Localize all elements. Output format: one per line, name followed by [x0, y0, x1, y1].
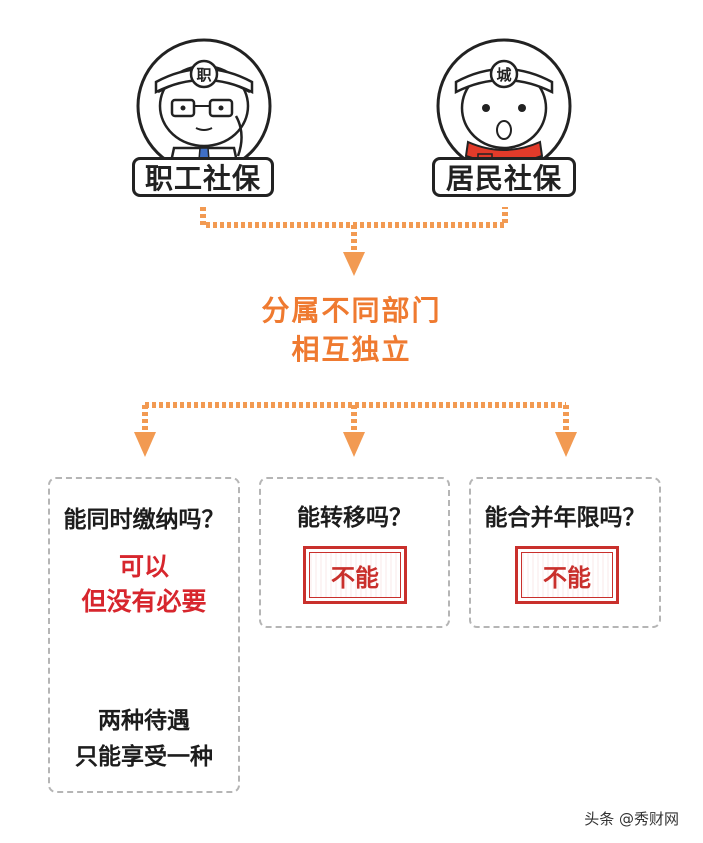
question-text: 能合并年限吗？ — [484, 505, 646, 531]
watermark: 头条 @秀财网 — [584, 810, 679, 828]
arrow-down-icon — [555, 432, 577, 457]
worker-insurance-label: 职工社保 — [132, 157, 274, 197]
result-line-2: 只能享受一种 — [75, 744, 213, 770]
result-line-1: 两种待遇 — [98, 708, 190, 734]
answer-line-1: 可以 — [118, 552, 169, 581]
worker-badge: 职 — [196, 65, 212, 84]
worker-avatar-icon — [136, 38, 272, 176]
answer-line-2: 但没有必要 — [81, 587, 207, 616]
arrow-down-icon — [134, 432, 156, 457]
question-box-transfer: 能转移吗？ 不能 — [259, 477, 450, 628]
resident-badge: 城 — [496, 65, 512, 84]
question-box-merge-years: 能合并年限吗？ 不能 — [469, 477, 661, 628]
question-text: 能同时缴纳吗？ — [63, 507, 225, 533]
resident-insurance-label: 居民社保 — [432, 157, 576, 197]
arrow-down-icon — [343, 252, 365, 276]
stamp-no: 不能 — [515, 546, 619, 604]
question-box-pay-both: 能同时缴纳吗？ 可以 但没有必要 两种待遇 只能享受一种 — [48, 477, 240, 793]
resident-avatar-icon — [436, 38, 572, 176]
middle-line-1: 分属不同部门 — [261, 294, 442, 327]
stamp-no: 不能 — [303, 546, 407, 604]
arrow-down-icon — [343, 432, 365, 457]
question-text: 能转移吗？ — [297, 505, 412, 531]
middle-line-2: 相互独立 — [291, 333, 412, 366]
